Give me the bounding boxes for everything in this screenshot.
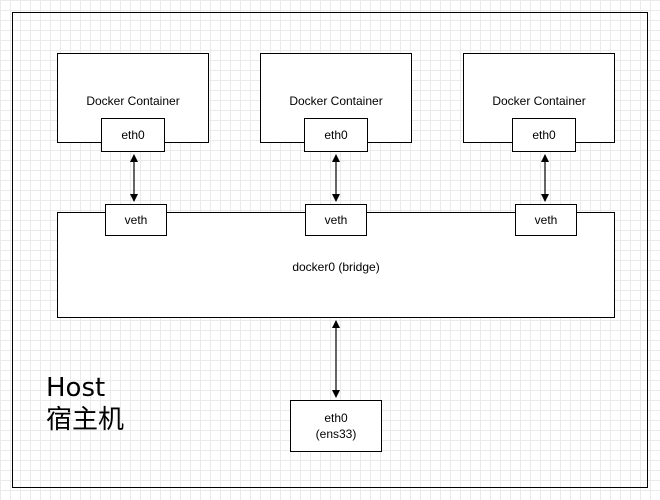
container-label: Docker Container [289, 94, 383, 108]
host-nic-name: eth0 [324, 411, 348, 425]
bridge-label: docker0 (bridge) [292, 260, 380, 274]
container-eth0-2: eth0 [304, 118, 368, 152]
host-label: Host 宿主机 [46, 372, 146, 436]
host-nic-alias: (ens33) [315, 427, 357, 441]
host-label-en: Host [46, 373, 106, 403]
veth-1: veth [105, 204, 167, 236]
host-label-zh: 宿主机 [46, 405, 125, 435]
host-frame [12, 12, 648, 488]
veth-3: veth [515, 204, 577, 236]
container-eth0-3: eth0 [512, 118, 576, 152]
container-eth0-1: eth0 [101, 118, 165, 152]
container-label: Docker Container [86, 94, 180, 108]
docker-container-2: Docker Container [260, 53, 412, 143]
veth-2: veth [305, 204, 367, 236]
host-nic: eth0 (ens33) [290, 400, 382, 452]
container-label: Docker Container [492, 94, 586, 108]
